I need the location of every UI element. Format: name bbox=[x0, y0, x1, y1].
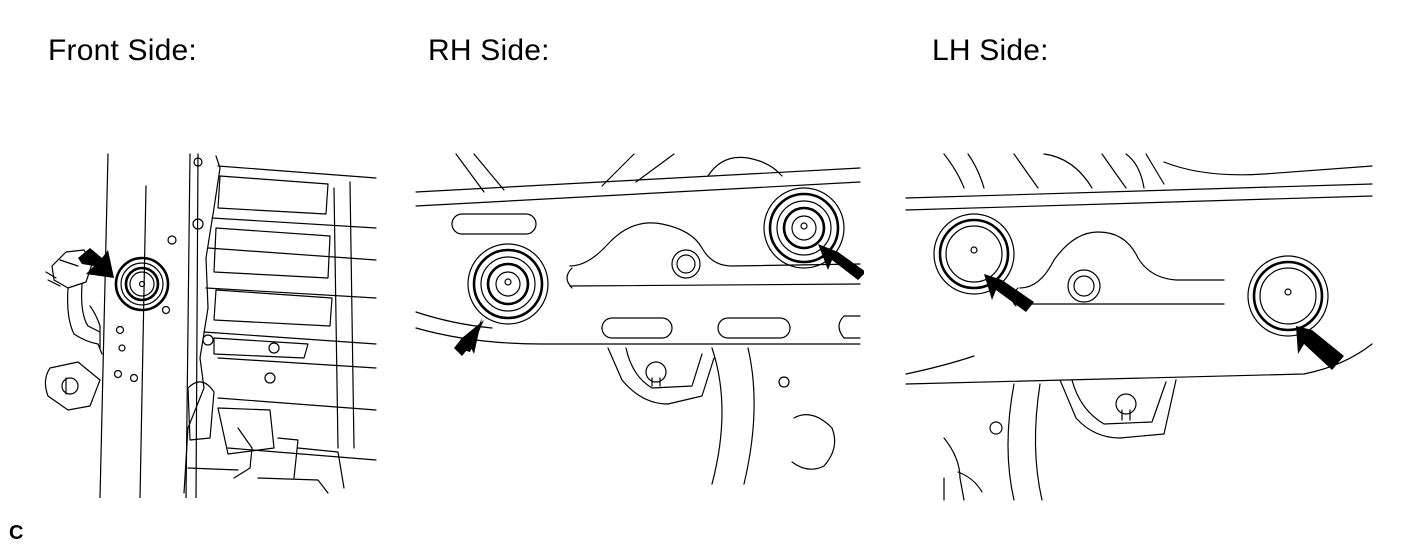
lh-arrow-right bbox=[1296, 326, 1344, 370]
lh-arrow-left bbox=[984, 274, 1034, 312]
lh-side-illustration bbox=[904, 148, 1374, 504]
rh-side-illustration bbox=[412, 148, 864, 488]
front-side-label: Front Side: bbox=[48, 34, 197, 67]
rh-arrow-upper bbox=[818, 244, 864, 280]
front-side-illustration bbox=[38, 148, 378, 498]
figure-code: C bbox=[9, 522, 24, 544]
rh-side-label: RH Side: bbox=[428, 34, 550, 67]
rh-arrow-lower-b bbox=[456, 320, 484, 352]
lh-side-label: LH Side: bbox=[932, 34, 1049, 67]
front-arrow bbox=[78, 248, 114, 278]
